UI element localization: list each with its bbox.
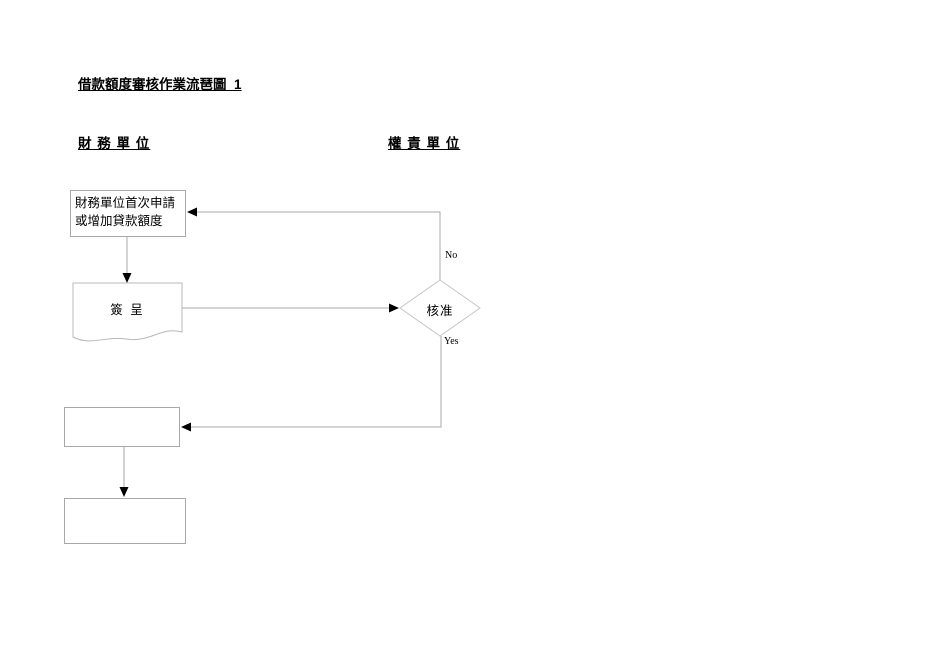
edge-label-yes: Yes	[444, 336, 459, 347]
page-title: 借款額度審核作業流琶圖_1	[78, 77, 242, 92]
flow-node-decision-label: 核准	[426, 304, 454, 318]
arrowhead-right-decision	[389, 303, 399, 313]
flow-node-request: 財務單位首次申請或增加貸款額度	[70, 190, 186, 237]
edge-label-no: No	[445, 250, 458, 261]
edge-decision-no-to-request	[197, 211, 441, 280]
arrowhead-left-outcome1	[181, 422, 191, 432]
arrowhead-down-outcome2	[119, 487, 129, 497]
flow-node-memo-label: 簽 呈	[110, 303, 145, 317]
arrowhead-down-memo	[122, 273, 132, 283]
column-header-authority-unit: 權 責 單 位	[388, 136, 461, 151]
flow-node-outcome1	[64, 407, 180, 447]
edge-decision-yes-to-outcome1	[191, 336, 442, 428]
column-header-finance-unit: 財 務 單 位	[78, 136, 151, 151]
arrowhead-left-request	[187, 207, 197, 217]
flow-node-outcome2	[64, 498, 186, 544]
